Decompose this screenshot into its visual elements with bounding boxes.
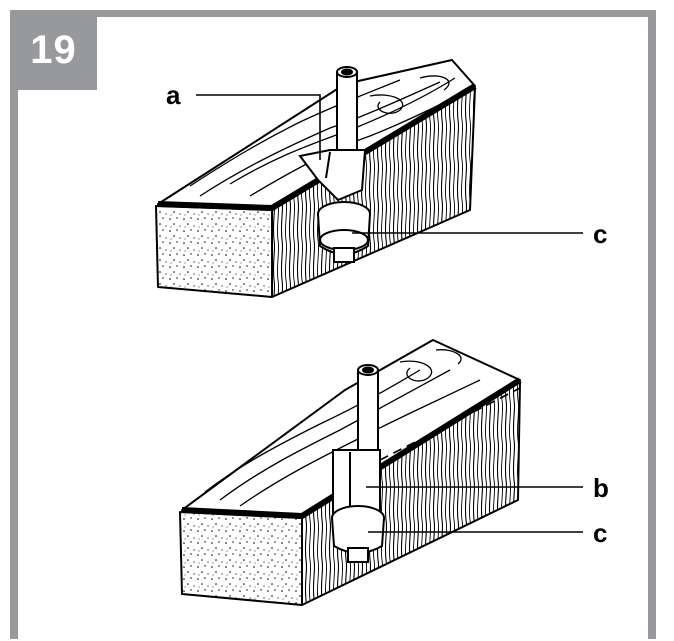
figure-number: 19 — [30, 27, 77, 72]
figure-frame — [10, 10, 656, 639]
figure-number-badge: 19 — [10, 10, 97, 90]
top-router-bit — [298, 66, 371, 263]
bottom-leader-lines — [366, 486, 583, 533]
bottom-router-bit — [331, 364, 385, 563]
callout-c-top: c — [593, 219, 608, 249]
callout-c-bottom: c — [593, 518, 608, 548]
callout-a: a — [166, 80, 181, 110]
top-leader-lines — [196, 94, 583, 234]
callout-b: b — [593, 473, 609, 503]
